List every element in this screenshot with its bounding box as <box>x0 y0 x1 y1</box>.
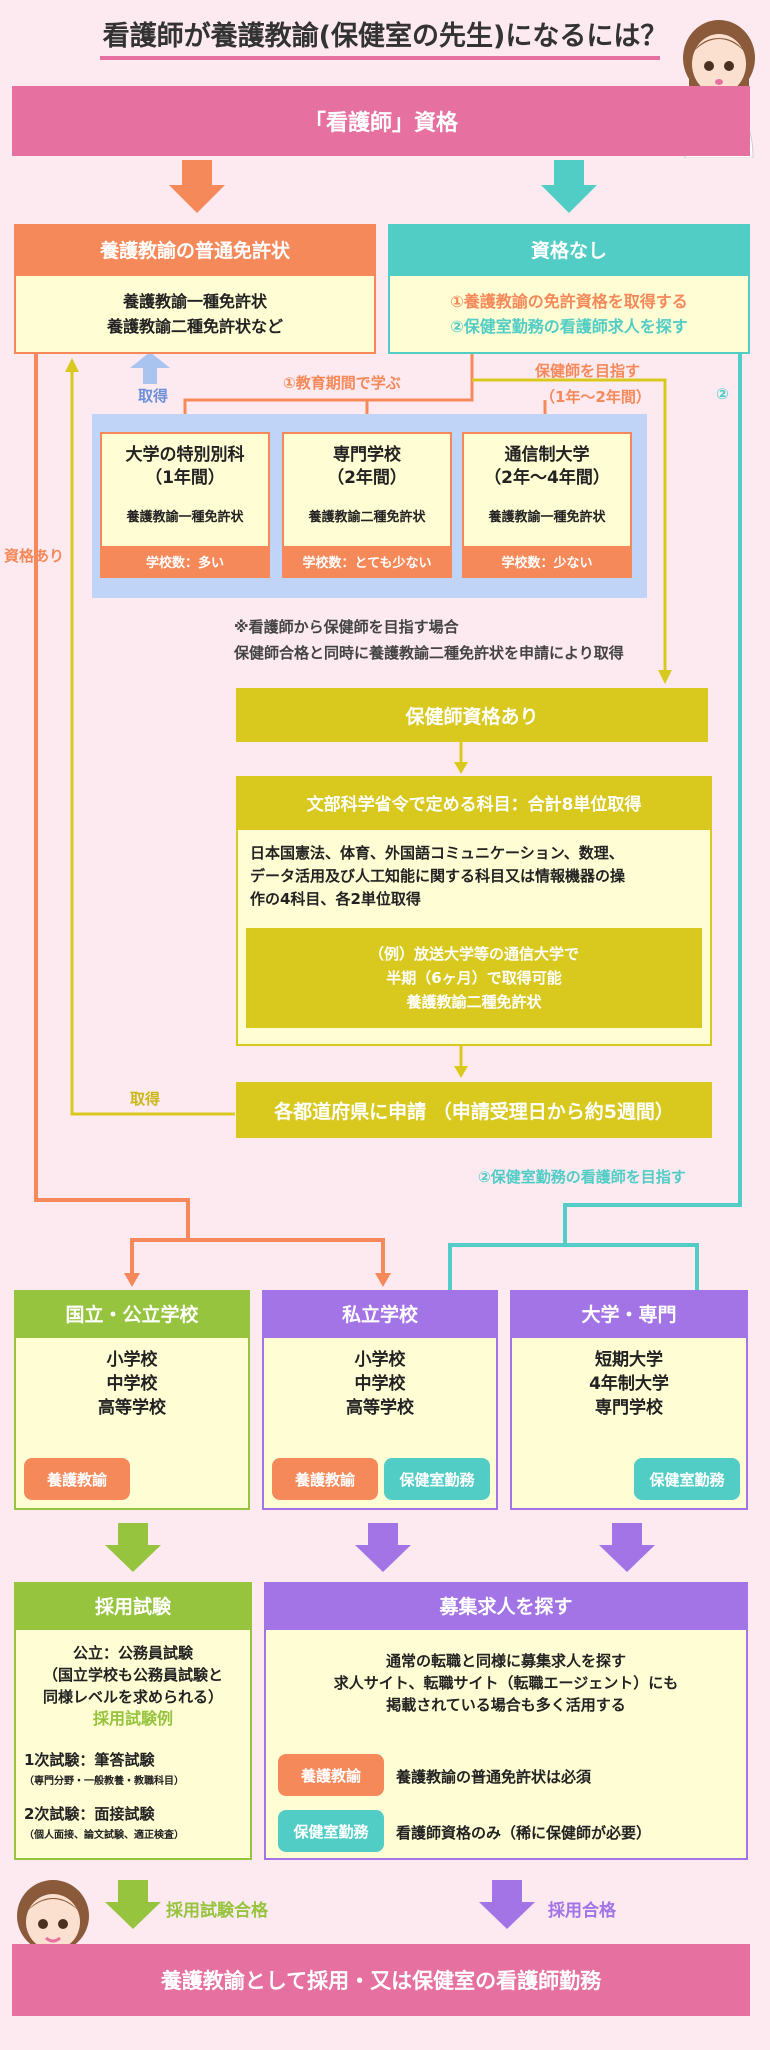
label-aim-hokenshi: 保健師を目指す <box>535 362 641 380</box>
private-school-header: 私立学校 <box>262 1290 498 1336</box>
exam-second: 2次試験：面接試験 <box>24 1805 155 1823</box>
arrow-up-blue <box>130 352 170 384</box>
university-box: 短期大学 4年制大学 専門学校 保健室勤務 <box>510 1336 748 1510</box>
line-shikaku-ari <box>34 354 190 1240</box>
public-item: 中学校 <box>106 1374 158 1394</box>
school-license: 養護教諭一種免許状 <box>488 510 606 525</box>
exam-public-2: （国立学校も公務員試験と <box>42 1666 223 1684</box>
regular-license-box: 養護教諭一種免許状 養護教諭二種免許状など <box>14 274 376 354</box>
university-header: 大学・専門 <box>510 1290 748 1336</box>
arrow-down-orange <box>169 160 225 213</box>
monka-body-2: データ活用及び人工知能に関する科目又は情報機器の操 <box>250 867 626 885</box>
school-nurse-badge: 保健室勤務 <box>278 1810 384 1852</box>
yogo-badge: 養護教諭 <box>24 1458 130 1500</box>
monka-example: （例）放送大学等の通信大学で 半期（6ヶ月）で取得可能 養護教諭二種免許状 <box>246 928 702 1028</box>
exam-header: 採用試験 <box>14 1582 252 1628</box>
university-item: 短期大学 <box>595 1350 663 1370</box>
school-card-university: 大学の特別別科 （1年間） 養護教諭一種免許状 学校数：多い <box>100 432 270 578</box>
private-item: 高等学校 <box>346 1398 414 1418</box>
label-aim-years: （1年～2年間） <box>540 388 651 406</box>
hokenshi-band: 保健師資格あり <box>236 688 708 742</box>
school-count: 学校数：少ない <box>464 546 630 576</box>
regular-license-header: 養護教諭の普通免許状 <box>14 224 376 274</box>
yogo-badge: 養護教諭 <box>278 1754 384 1796</box>
school-nurse-badge: 保健室勤務 <box>384 1458 490 1500</box>
prefecture-apply-band: 各都道府県に申請 （申請受理日から約5週間） <box>236 1082 712 1138</box>
exam-box: 公立：公務員試験 （国立学校も公務員試験と 同様レベルを求められる） 採用試験例… <box>14 1628 252 1860</box>
exam-example-title: 採用試験例 <box>92 1709 173 1728</box>
note-line-1: ※看護師から保健師を目指す場合 <box>234 618 459 636</box>
university-item: 4年制大学 <box>589 1374 669 1394</box>
public-item: 小学校 <box>106 1350 158 1370</box>
license-type-2: 養護教諭二種免許状など <box>106 317 283 336</box>
school-period: （2年～4年間） <box>484 468 610 488</box>
line-to-private <box>188 1238 385 1275</box>
school-license: 養護教諭一種免許状 <box>126 510 244 525</box>
no-license-header: 資格なし <box>388 224 750 274</box>
school-card-correspondence: 通信制大学 （2年～4年間） 養護教諭一種免許状 学校数：少ない <box>462 432 632 578</box>
private-item: 中学校 <box>354 1374 406 1394</box>
private-item: 小学校 <box>354 1350 406 1370</box>
monka-header: 文部科学省令で定める科目：合計8単位取得 <box>236 776 712 828</box>
nurse-license-band: 「看護師」資格 <box>12 86 750 156</box>
option-2-text: ②保健室勤務の看護師求人を探す <box>450 317 688 336</box>
school-card-vocational: 専門学校 （2年間） 養護教諭二種免許状 学校数：とても少ない <box>282 432 452 578</box>
arrow-down-teal <box>541 160 597 213</box>
label-two: ② <box>716 385 729 403</box>
private-school-box: 小学校 中学校 高等学校 養護教諭 保健室勤務 <box>262 1336 498 1510</box>
final-result-band: 養護教諭として採用・又は保健室の看護師勤務 <box>12 1944 750 2016</box>
note-line-2: 保健師合格と同時に養護教諭二種免許状を申請により取得 <box>234 644 624 662</box>
monka-body-3: 作の4科目、各2単位取得 <box>250 890 421 908</box>
university-item: 専門学校 <box>595 1398 663 1418</box>
license-type-1: 養護教諭一種免許状 <box>122 292 267 311</box>
public-item: 高等学校 <box>98 1398 166 1418</box>
exam-first: 1次試験：筆答試験 <box>24 1751 155 1769</box>
school-license: 養護教諭二種免許状 <box>308 510 426 525</box>
exam-public-1: 公立：公務員試験 <box>72 1644 193 1662</box>
school-nurse-badge: 保健室勤務 <box>634 1458 740 1500</box>
recruit-header: 募集求人を探す <box>264 1582 748 1628</box>
recruit-body-2: 求人サイト、転職サイト（転職エージェント）にも <box>333 1674 679 1692</box>
label-aim-school-nurse: ②保健室勤務の看護師を目指す <box>478 1168 686 1186</box>
label-acquire-up: 取得 <box>138 387 169 405</box>
recruit-body-1: 通常の転職と同様に募集求人を探す <box>385 1652 626 1670</box>
example-line-3: 養護教諭二種免許状 <box>406 993 542 1011</box>
label-has-license: 資格あり <box>4 547 65 565</box>
label-hire-pass: 採用合格 <box>548 1901 616 1921</box>
school-count: 学校数：とても少ない <box>284 546 450 576</box>
no-license-box: ①養護教諭の免許資格を取得する ②保健室勤務の看護師求人を探す <box>388 274 750 354</box>
label-study-period: ①教育期間で学ぶ <box>283 374 401 392</box>
public-school-box: 小学校 中学校 高等学校 養護教諭 <box>14 1336 250 1510</box>
recruit-body-3: 掲載されている場合も多く活用する <box>386 1696 626 1714</box>
monka-box: 日本国憲法、体育、外国語コミュニケーション、数理、 データ活用及び人工知能に関す… <box>236 828 712 1046</box>
monka-body-1: 日本国憲法、体育、外国語コミュニケーション、数理、 <box>250 844 624 862</box>
example-line-2: 半期（6ヶ月）で取得可能 <box>386 969 562 987</box>
page-title: 看護師が養護教諭(保健室の先生)になるには？ <box>102 20 668 52</box>
label-acquire-return: 取得 <box>130 1090 161 1108</box>
school-name: 大学の特別別科 <box>125 445 245 465</box>
public-school-header: 国立・公立学校 <box>14 1290 250 1336</box>
recruit-row1-text: 養護教諭の普通免許状は必須 <box>396 1768 592 1786</box>
option-1-text: ①養護教諭の免許資格を取得する <box>450 292 688 311</box>
exam-public-3: 同様レベルを求められる） <box>42 1688 223 1706</box>
school-period: （2年間） <box>327 468 407 488</box>
label-exam-pass: 採用試験合格 <box>166 1901 268 1921</box>
exam-first-sub: （専門分野・一般教養・教職科目） <box>24 1776 184 1787</box>
hokenshi-note: ※看護師から保健師を目指す場合 保健師合格と同時に養護教諭二種免許状を申請により… <box>234 614 624 666</box>
title-underline <box>100 56 660 60</box>
yogo-badge: 養護教諭 <box>272 1458 378 1500</box>
school-name: 専門学校 <box>333 445 401 465</box>
recruit-box: 通常の転職と同様に募集求人を探す 求人サイト、転職サイト（転職エージェント）にも… <box>264 1628 748 1860</box>
line-to-public <box>130 1238 188 1275</box>
exam-second-sub: （個人面接、論文試験、適正検査） <box>24 1830 184 1841</box>
recruit-row2-text: 看護師資格のみ（稀に保健師が必要） <box>396 1824 652 1842</box>
school-count: 学校数：多い <box>102 546 268 576</box>
school-name: 通信制大学 <box>504 445 590 465</box>
school-period: （1年間） <box>145 468 225 488</box>
example-line-1: （例）放送大学等の通信大学で <box>368 945 579 963</box>
